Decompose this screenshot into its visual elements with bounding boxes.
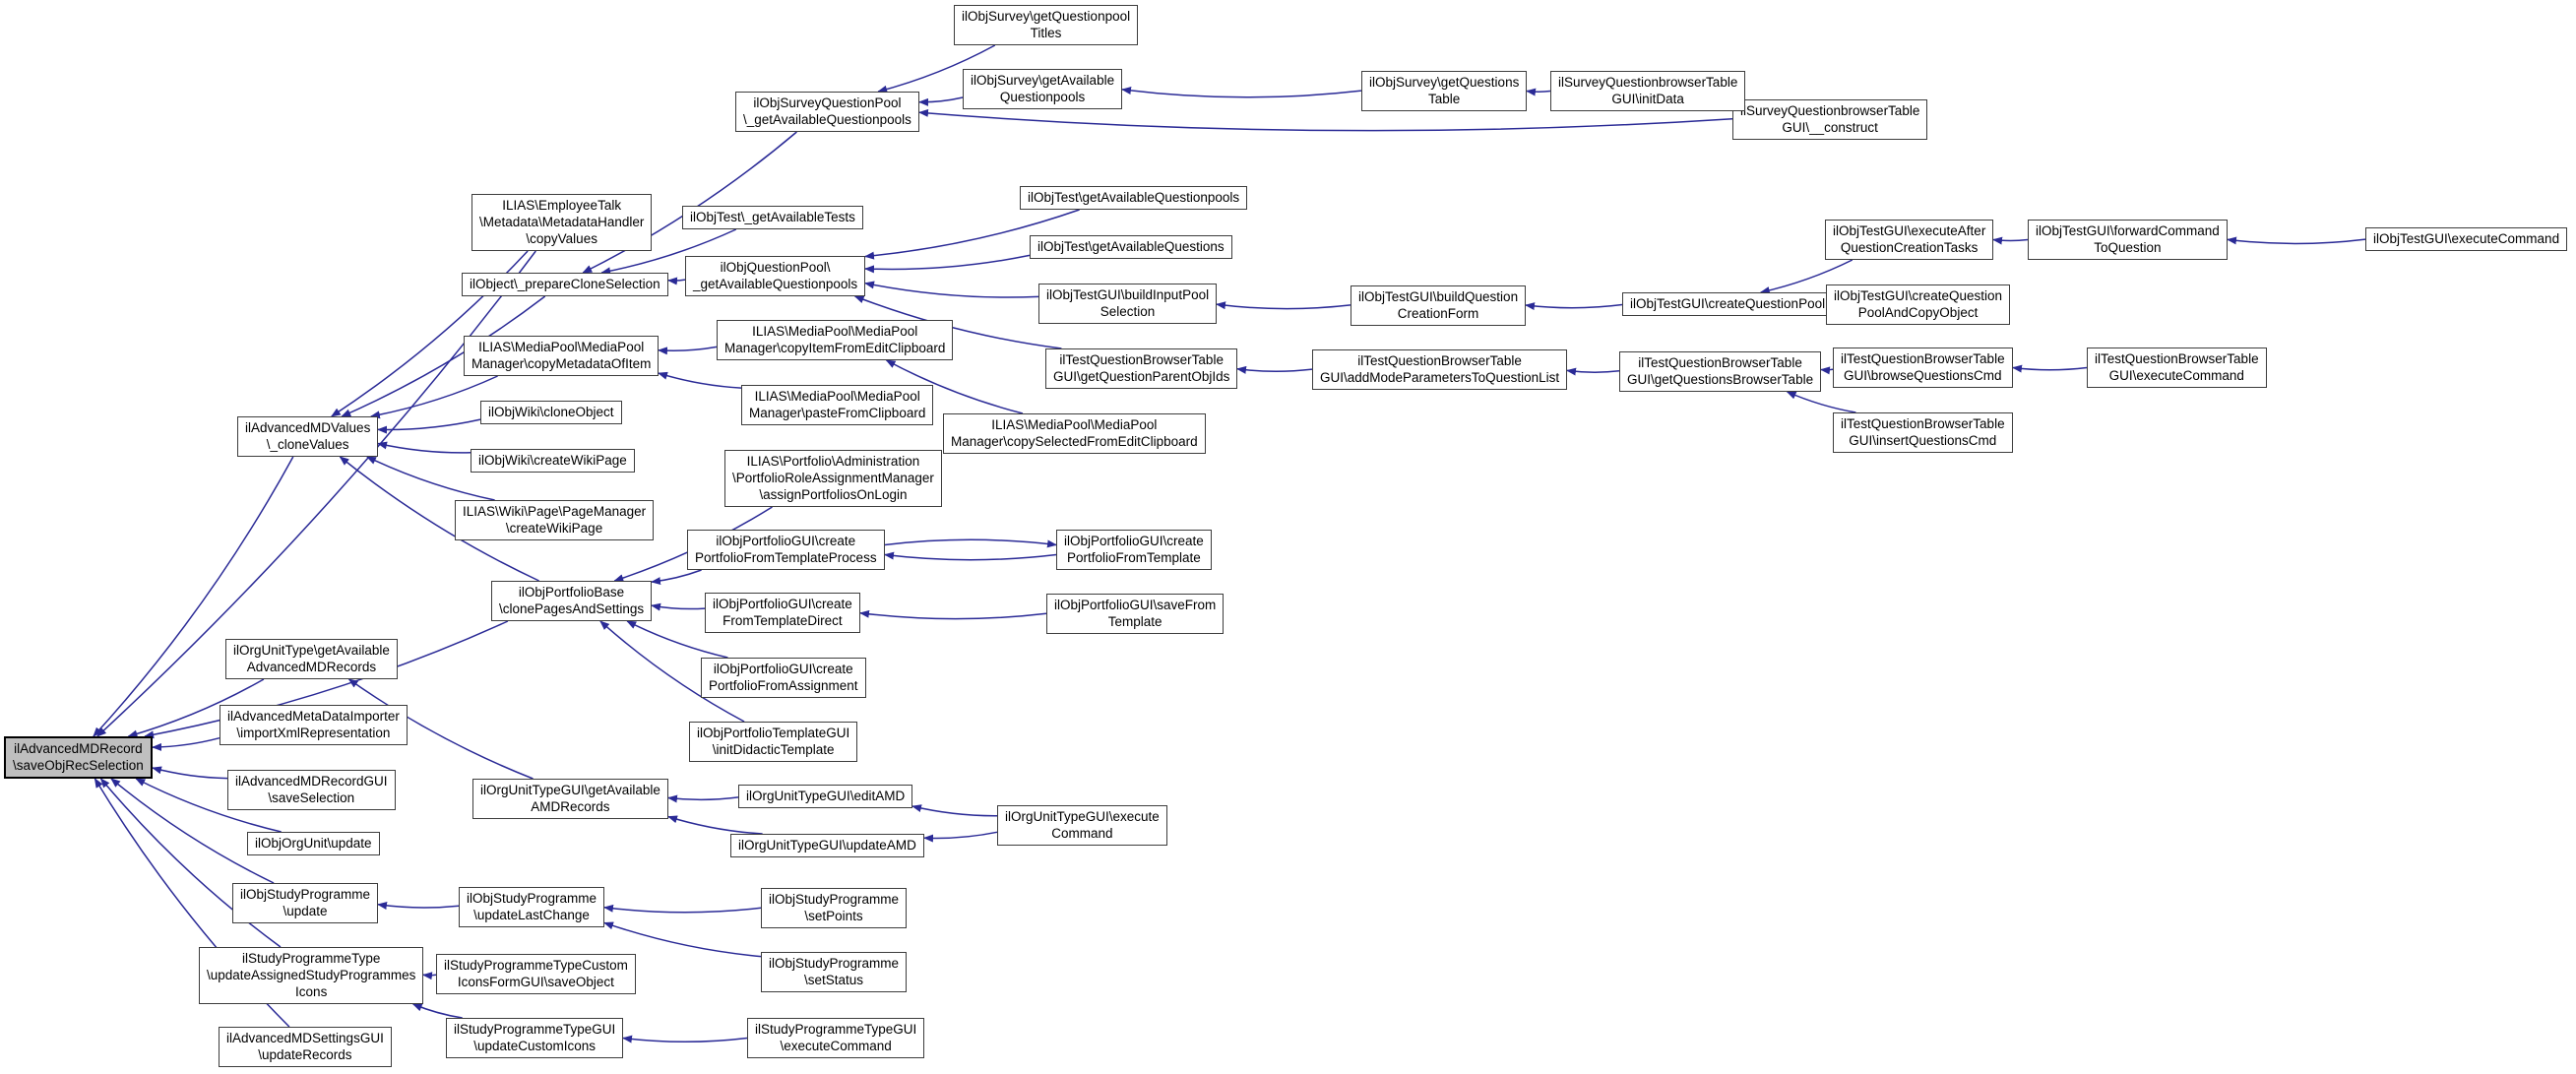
graph-node-n2[interactable]: ilAdvancedMDValues \_cloneValues [237, 416, 379, 457]
graph-node-n36[interactable]: ilTestQuestionBrowserTable GUI\getQuesti… [1045, 348, 1238, 389]
graph-node-n29[interactable]: ilObjPortfolioGUI\create PortfolioFromAs… [701, 658, 866, 698]
graph-node-n34[interactable]: ilObjTest\getAvailableQuestions [1030, 235, 1232, 259]
graph-node-n22[interactable]: ilObjTest\_getAvailableTests [682, 206, 863, 229]
graph-node-n53[interactable]: ilTestQuestionBrowserTable GUI\getQuesti… [1619, 351, 1822, 392]
graph-node-n7[interactable]: ilObjStudyProgramme \update [232, 883, 379, 923]
graph-node-n56[interactable]: ilTestQuestionBrowserTable GUI\executeCo… [2087, 347, 2267, 388]
graph-node-n49[interactable]: ilObjTestGUI\createQuestion PoolAndCopyO… [1826, 284, 2011, 325]
graph-node-n6[interactable]: ilObjOrgUnit\update [247, 832, 380, 855]
graph-node-n50[interactable]: ilObjTestGUI\forwardCommand ToQuestion [2028, 220, 2228, 260]
graph-node-n47[interactable]: ilObjTestGUI\createQuestionPool [1622, 292, 1834, 316]
graph-node-n15[interactable]: ILIAS\Wiki\Page\PageManager \createWikiP… [455, 500, 655, 540]
graph-node-n51[interactable]: ilObjTestGUI\executeCommand [2365, 227, 2568, 251]
graph-node-n35[interactable]: ilObjTestGUI\buildInputPool Selection [1038, 284, 1218, 324]
graph-node-n40[interactable]: ilOrgUnitTypeGUI\editAMD [738, 785, 913, 808]
graph-node-n41[interactable]: ilOrgUnitTypeGUI\updateAMD [730, 834, 924, 857]
graph-node-n42[interactable]: ilObjStudyProgramme \setPoints [761, 888, 908, 928]
graph-node-n33[interactable]: ilObjTest\getAvailableQuestionpools [1020, 186, 1248, 210]
graph-node-n58[interactable]: ilObjSurvey\getQuestions Table [1361, 71, 1528, 111]
graph-node-n57[interactable]: ilOrgUnitTypeGUI\execute Command [997, 805, 1167, 846]
graph-node-n1: ilAdvancedMDRecord \saveObjRecSelection [4, 736, 153, 779]
graph-node-n19[interactable]: ilStudyProgrammeTypeCustom IconsFormGUI\… [436, 954, 636, 994]
graph-node-n5[interactable]: ilAdvancedMDRecordGUI \saveSelection [227, 770, 396, 810]
graph-node-n27[interactable]: ilObjPortfolioGUI\create PortfolioFromTe… [687, 530, 885, 570]
graph-node-n44[interactable]: ilStudyProgrammeTypeGUI \executeCommand [747, 1018, 925, 1058]
graph-node-n23[interactable]: ilObjQuestionPool\ _getAvailableQuestion… [685, 256, 866, 296]
graph-node-n39[interactable]: ilObjPortfolioGUI\saveFrom Template [1046, 594, 1225, 634]
graph-node-n37[interactable]: ILIAS\MediaPool\MediaPool Manager\copySe… [943, 413, 1206, 454]
graph-node-n16[interactable]: ilObjPortfolioBase \clonePagesAndSetting… [491, 581, 653, 621]
graph-node-n14[interactable]: ilObjWiki\createWikiPage [471, 449, 635, 473]
graph-node-n31[interactable]: ilObjSurvey\getQuestionpool Titles [954, 5, 1139, 45]
graph-node-n13[interactable]: ilObjWiki\cloneObject [480, 401, 622, 424]
graph-node-n4[interactable]: ilAdvancedMetaDataImporter \importXmlRep… [220, 705, 408, 745]
graph-node-n26[interactable]: ILIAS\Portfolio\Administration \Portfoli… [724, 450, 942, 507]
graph-node-n48[interactable]: ilObjTestGUI\executeAfter QuestionCreati… [1825, 220, 1994, 260]
graph-node-n20[interactable]: ilStudyProgrammeTypeGUI \updateCustomIco… [446, 1018, 624, 1058]
graph-node-n9[interactable]: ilAdvancedMDSettingsGUI \updateRecords [219, 1027, 392, 1067]
graph-node-n59[interactable]: ilSurveyQuestionbrowserTable GUI\initDat… [1550, 71, 1746, 111]
graph-node-n8[interactable]: ilStudyProgrammeType \updateAssignedStud… [199, 947, 424, 1004]
graph-node-n12[interactable]: ILIAS\MediaPool\MediaPool Manager\copyMe… [464, 336, 660, 376]
graph-node-n24[interactable]: ILIAS\MediaPool\MediaPool Manager\copyIt… [717, 320, 954, 360]
graph-node-n3[interactable]: ilOrgUnitType\getAvailable AdvancedMDRec… [225, 639, 398, 679]
graph-node-n45[interactable]: ilObjTestGUI\buildQuestion CreationForm [1351, 285, 1527, 326]
graph-node-n43[interactable]: ilObjStudyProgramme \setStatus [761, 952, 908, 992]
graph-node-n25[interactable]: ILIAS\MediaPool\MediaPool Manager\pasteF… [741, 385, 934, 425]
graph-node-n10[interactable]: ILIAS\EmployeeTalk \Metadata\MetadataHan… [471, 194, 653, 251]
graph-node-n21[interactable]: ilObjSurveyQuestionPool \_getAvailableQu… [735, 92, 919, 132]
graph-node-n55[interactable]: ilTestQuestionBrowserTable GUI\insertQue… [1833, 412, 2013, 453]
graph-node-n32[interactable]: ilObjSurvey\getAvailable Questionpools [963, 69, 1123, 109]
graph-node-n17[interactable]: ilOrgUnitTypeGUI\getAvailable AMDRecords [472, 779, 668, 819]
graph-node-n11[interactable]: ilObject\_prepareCloneSelection [462, 273, 668, 296]
graph-node-n30[interactable]: ilObjPortfolioTemplateGUI \initDidacticT… [689, 722, 858, 762]
graph-node-n46[interactable]: ilSurveyQuestionbrowserTable GUI\__const… [1732, 99, 1928, 140]
graph-node-n28[interactable]: ilObjPortfolioGUI\create FromTemplateDir… [705, 593, 860, 633]
graph-node-n54[interactable]: ilTestQuestionBrowserTable GUI\browseQue… [1833, 347, 2013, 388]
graph-node-n52[interactable]: ilTestQuestionBrowserTable GUI\addModePa… [1312, 349, 1568, 390]
graph-node-n38[interactable]: ilObjPortfolioGUI\create PortfolioFromTe… [1056, 530, 1212, 570]
graph-node-n18[interactable]: ilObjStudyProgramme \updateLastChange [459, 887, 605, 927]
